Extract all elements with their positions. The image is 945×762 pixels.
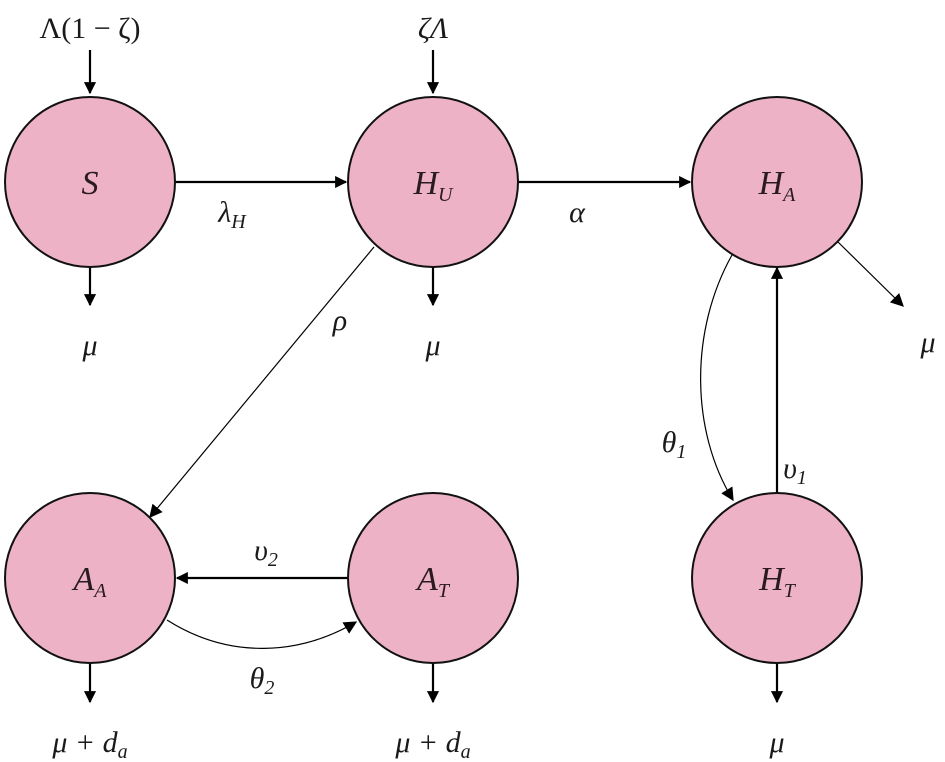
edge-aa-to-at: [166, 619, 358, 649]
outflow-label-hu: μ: [424, 329, 440, 362]
outflow-label-s: μ: [81, 329, 97, 362]
node-aa-circle: [4, 492, 176, 664]
rate-label-rho: ρ: [332, 304, 347, 337]
outflow-arrow-ha: [837, 241, 904, 307]
node-ha-label: HA: [758, 165, 797, 206]
rate-label-lambda-h: λH: [217, 196, 247, 233]
inflow-label-s: Λ(1 − ζ): [39, 12, 140, 45]
node-at-circle: [347, 492, 519, 664]
node-ha-circle: [691, 96, 863, 268]
edge-hu-to-aa: [149, 246, 375, 519]
node-aa: AA: [4, 492, 176, 664]
outflow-label-ht: μ: [768, 726, 784, 759]
rate-label-upsilon2: υ2: [254, 534, 278, 571]
rate-label-alpha: α: [569, 196, 586, 229]
node-hu: HU: [347, 96, 519, 268]
outflow-label-ha: μ: [919, 326, 935, 359]
outflow-label-aa: μ + da: [51, 726, 127, 762]
node-hu-circle: [347, 96, 519, 268]
node-s: S: [4, 96, 176, 268]
node-ht-label: HT: [758, 561, 797, 602]
rate-label-theta1: θ1: [662, 426, 687, 463]
rate-label-upsilon1: υ1: [783, 452, 807, 489]
node-aa-label: AA: [72, 561, 108, 602]
node-at-label: AT: [415, 561, 451, 602]
node-hu-label: HU: [412, 165, 454, 206]
edge-ha-to-ht: [700, 254, 734, 502]
node-s-label: S: [82, 165, 99, 202]
node-ht-circle: [691, 492, 863, 664]
node-ht: HT: [691, 492, 863, 664]
node-at: AT: [347, 492, 519, 664]
node-ha: HA: [691, 96, 863, 268]
outflow-label-at: μ + da: [394, 726, 470, 762]
inflow-label-hu: ζΛ: [418, 12, 448, 45]
rate-label-theta2: θ2: [250, 662, 275, 699]
node-s-circle: [4, 96, 176, 268]
